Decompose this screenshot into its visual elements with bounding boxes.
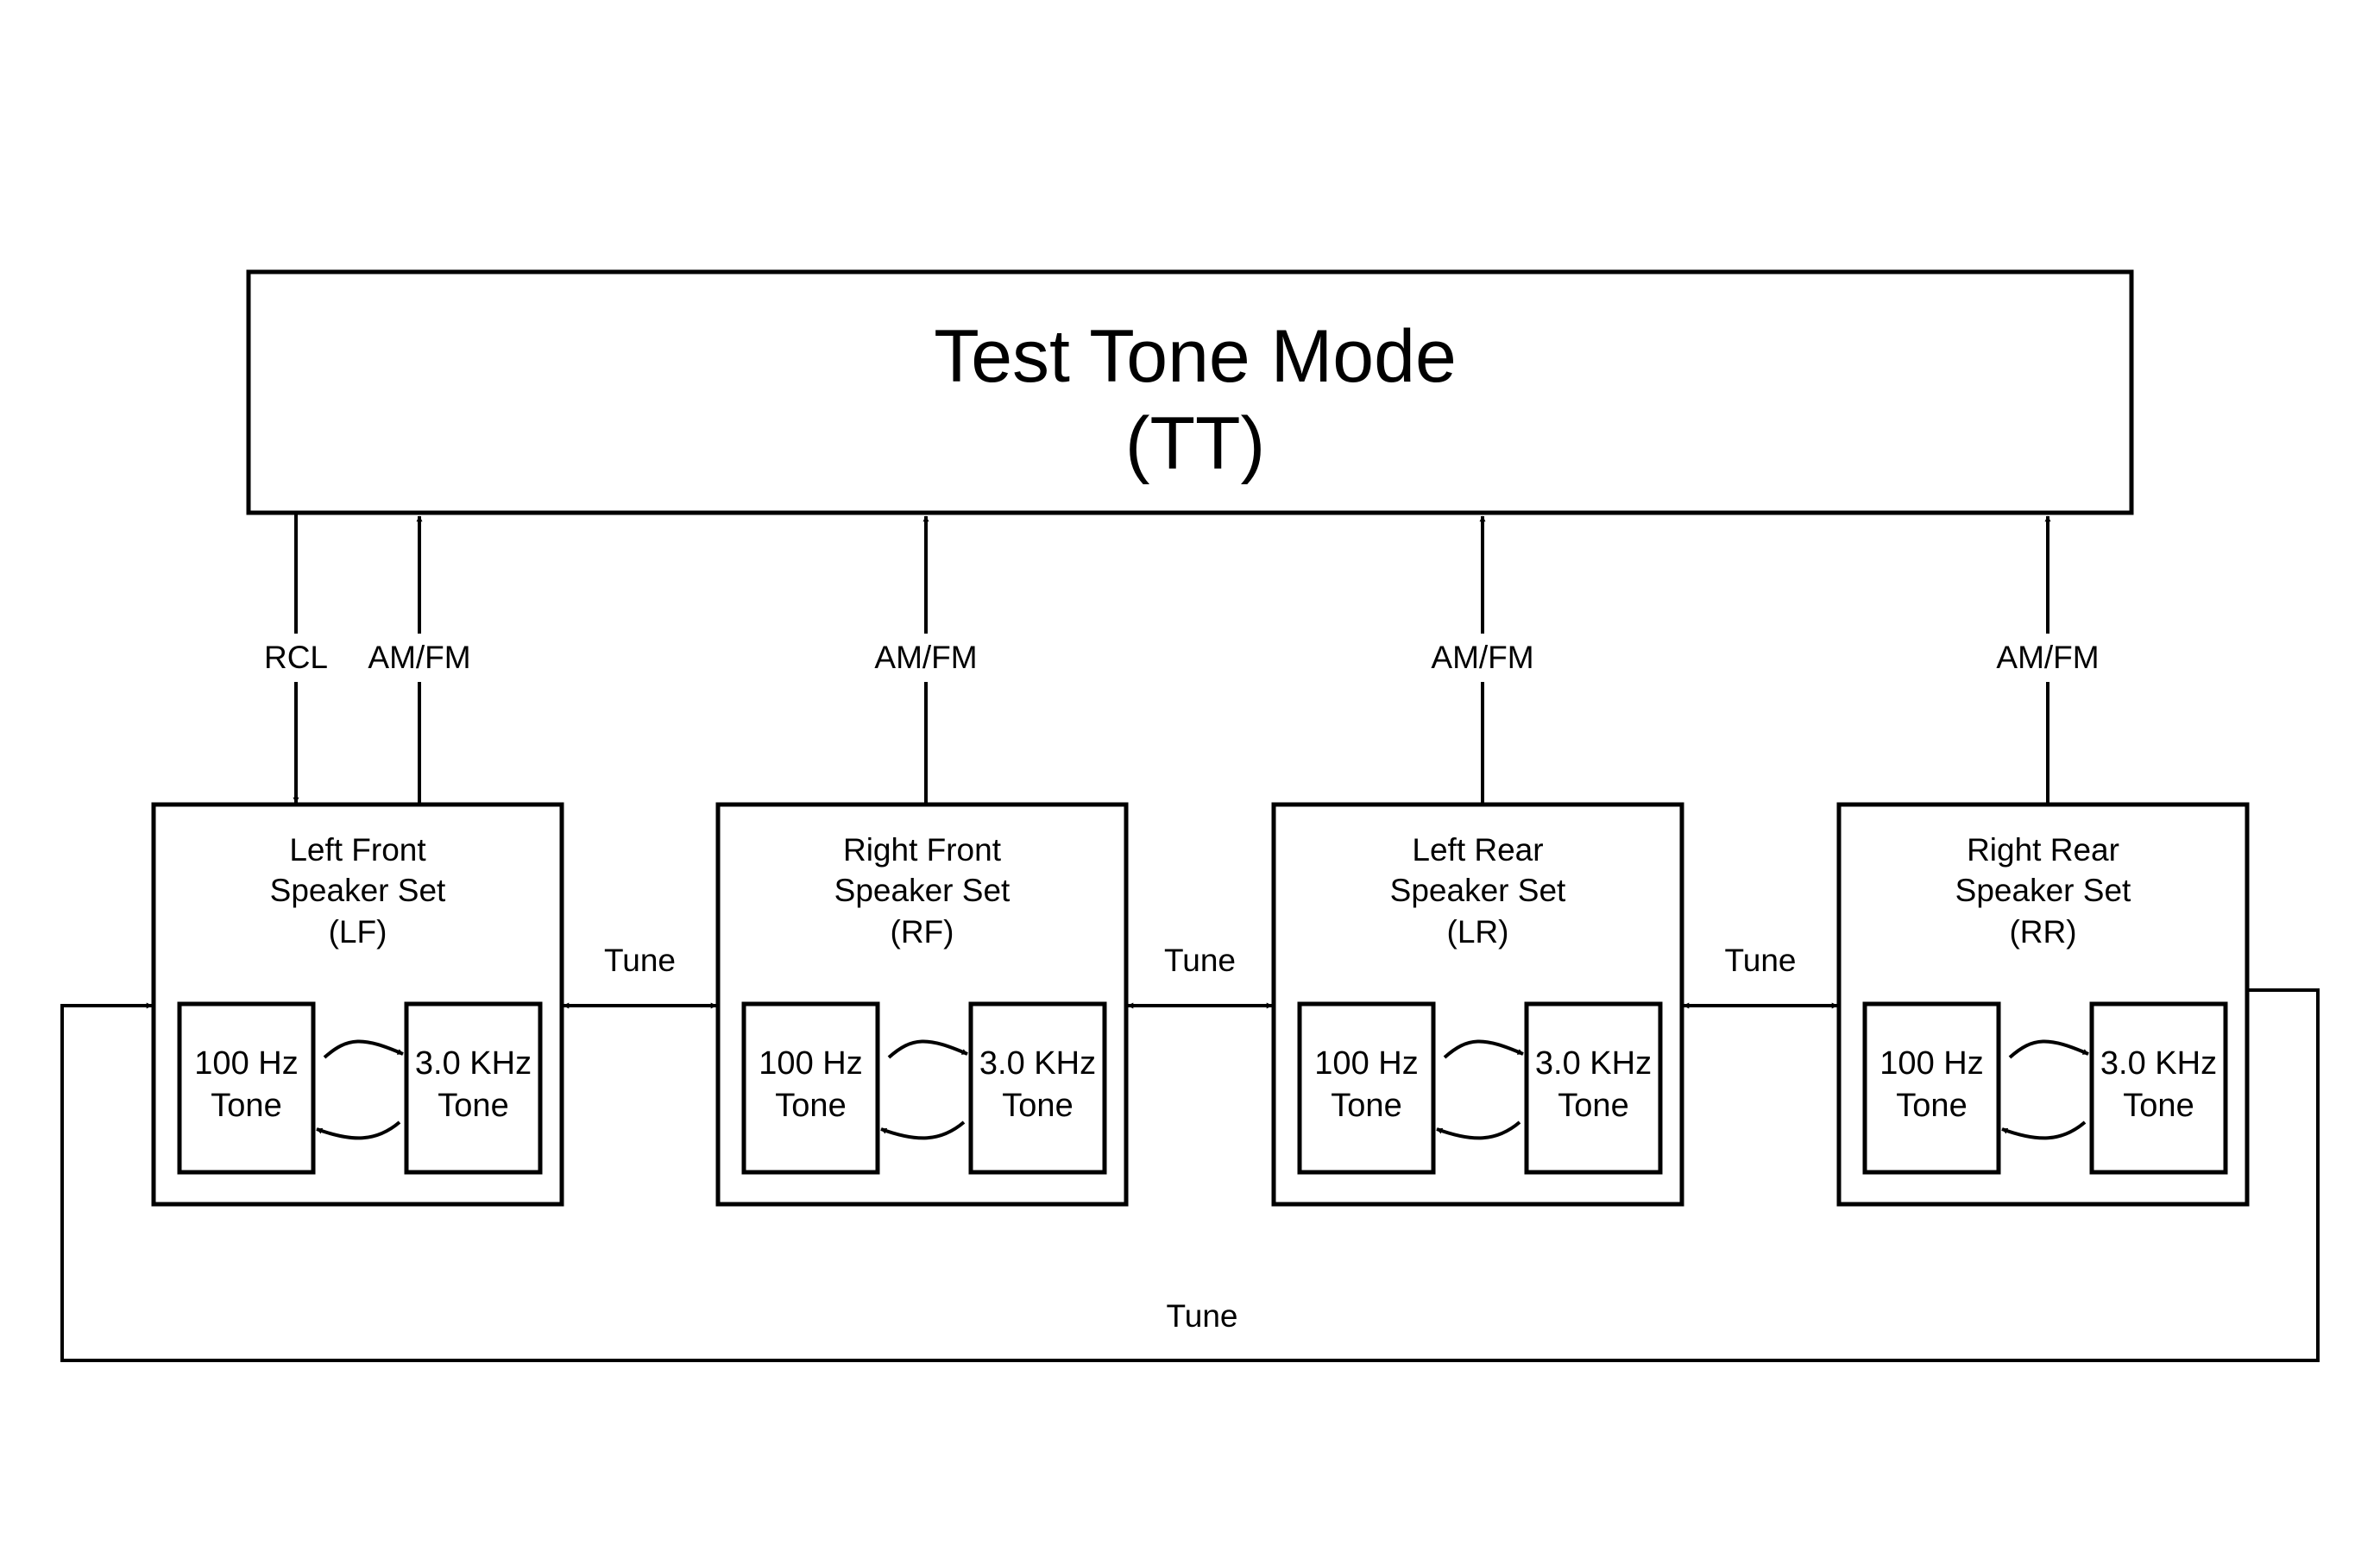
speaker-set-name: Right Rear: [1967, 832, 2119, 868]
tone-a-label: Tone: [1896, 1088, 1967, 1124]
speaker-set-abbreviation: (LR): [1447, 914, 1509, 950]
am-fm-label: AM/FM: [1431, 640, 1533, 675]
mode-subtitle: (TT): [1125, 402, 1265, 485]
speaker-set-abbreviation: (RR): [2009, 914, 2076, 950]
speaker-set-subtitle: Speaker Set: [1955, 873, 2131, 908]
tune-label: Tune: [1164, 943, 1236, 978]
tune-loop-label: Tune: [1167, 1298, 1238, 1334]
tone-a-label: Tone: [775, 1088, 846, 1124]
tone-100hz-box: [1297, 1001, 1436, 1175]
toggle-arrow-icon: [1443, 1039, 1524, 1059]
label-knockout: [867, 634, 985, 682]
tone-100hz-box: [1862, 1001, 2001, 1175]
tone-b-frequency: 3.0 KHz: [2100, 1045, 2217, 1082]
toggle-arrow-icon: [880, 1120, 966, 1140]
mode-title: Test Tone Mode: [934, 315, 1457, 398]
speaker-set-subtitle: Speaker Set: [1390, 873, 1566, 908]
speaker-set-name: Right Front: [843, 832, 1002, 868]
tone-b-label: Tone: [438, 1088, 508, 1124]
tone-b-label: Tone: [1002, 1088, 1073, 1124]
test-tone-mode-box: [246, 269, 2134, 515]
toggle-arrow-icon: [316, 1120, 401, 1140]
tone-a-frequency: 100 Hz: [1314, 1045, 1418, 1082]
tone-a-label: Tone: [1331, 1088, 1401, 1124]
toggle-arrow-icon: [887, 1039, 968, 1059]
label-knockout: [361, 634, 478, 682]
speaker-set-abbreviation: (RF): [891, 914, 954, 950]
tone-a-frequency: 100 Hz: [759, 1045, 862, 1082]
tone-b-frequency: 3.0 KHz: [979, 1045, 1096, 1082]
tone-3khz-box: [968, 1001, 1107, 1175]
toggle-arrow-icon: [1436, 1120, 1521, 1140]
toggle-arrow-icon: [2008, 1039, 2089, 1059]
connector-lines: [60, 513, 2320, 1362]
speaker-set-name: Left Rear: [1412, 832, 1543, 868]
tone-a-frequency: 100 Hz: [194, 1045, 298, 1082]
tone-100hz-box: [741, 1001, 880, 1175]
label-knockout: [250, 634, 342, 682]
tone-b-frequency: 3.0 KHz: [1535, 1045, 1652, 1082]
tone-b-label: Tone: [1558, 1088, 1628, 1124]
speaker-set-name: Left Front: [289, 832, 426, 868]
speaker-set-subtitle: Speaker Set: [834, 873, 1011, 908]
am-fm-label: AM/FM: [368, 640, 470, 675]
am-fm-label: AM/FM: [1996, 640, 2099, 675]
tone-3khz-box: [404, 1001, 543, 1175]
label-knockout: [1989, 634, 2106, 682]
tune-label: Tune: [1725, 943, 1797, 978]
tune-label: Tune: [604, 943, 676, 978]
tone-a-label: Tone: [211, 1088, 281, 1124]
tone-3khz-box: [1524, 1001, 1663, 1175]
tone-100hz-box: [177, 1001, 316, 1175]
toggle-arrow-icon: [323, 1039, 404, 1059]
speaker-set-subtitle: Speaker Set: [270, 873, 446, 908]
tone-b-label: Tone: [2123, 1088, 2194, 1124]
label-knockout: [1424, 634, 1541, 682]
toggle-arrow-icon: [2001, 1120, 2087, 1140]
am-fm-label: AM/FM: [874, 640, 977, 675]
rcl-label: RCL: [264, 640, 328, 675]
tone-b-frequency: 3.0 KHz: [415, 1045, 532, 1082]
tune-loop-arrow: [60, 988, 2320, 1362]
tone-3khz-box: [2089, 1001, 2228, 1175]
tone-a-frequency: 100 Hz: [1879, 1045, 1983, 1082]
speaker-set-abbreviation: (LF): [329, 914, 387, 950]
